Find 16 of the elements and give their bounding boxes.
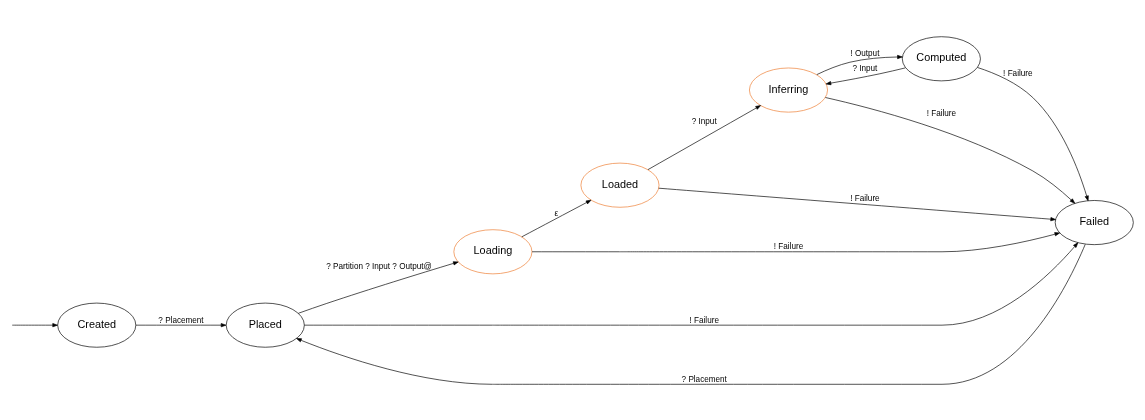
arrow <box>135 322 227 327</box>
arrow <box>647 104 761 170</box>
arrow <box>531 231 1060 252</box>
arrow <box>304 242 1079 325</box>
arrow <box>816 54 903 75</box>
arrow <box>825 67 906 85</box>
arrow <box>296 243 1086 385</box>
node-ellipse: Computed <box>901 35 981 81</box>
arrow <box>658 187 1056 221</box>
arrow <box>977 66 1089 201</box>
arrow <box>521 199 592 237</box>
arrow <box>298 260 459 314</box>
node-ellipse: Created <box>57 302 137 348</box>
arrow <box>825 96 1076 204</box>
node-ellipse: Loaded <box>580 162 660 208</box>
arrow <box>11 322 58 327</box>
